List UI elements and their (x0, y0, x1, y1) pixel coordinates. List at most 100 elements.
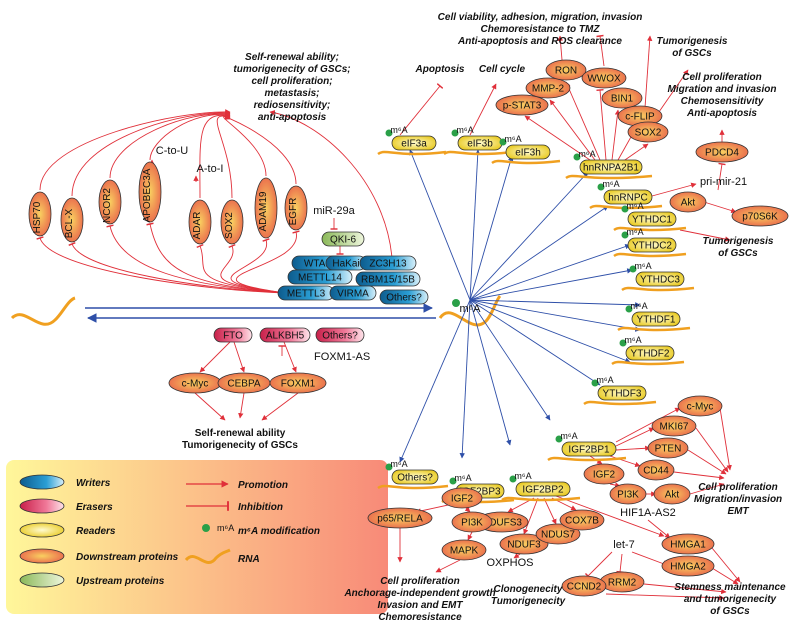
node-label-c-flip: c-FLIP (625, 112, 655, 123)
pill-label-alkbh5: ALKBH5 (266, 331, 305, 342)
m6a-badge-label: m⁶A (454, 473, 471, 483)
reader-label-eif3a: eIF3a (401, 139, 427, 150)
node-label-adam19: ADAM19 (258, 191, 269, 231)
legend-rna-line (184, 548, 231, 564)
legend-item-downstream-proteins: Downstream proteins (19, 548, 179, 564)
reader-label-ythdc1: YTHDC1 (632, 215, 672, 226)
pill-label-zc3h13: ZC3H13 (369, 259, 407, 270)
pill-label-virma: VIRMA (337, 289, 369, 300)
legend-m6a-tag: m⁶A (217, 523, 234, 533)
node-p70s6k: p70S6K (731, 205, 789, 227)
node-cebpa: CEBPA (217, 372, 271, 394)
promotion-link (224, 114, 297, 185)
promotion-link (71, 109, 231, 197)
m6a-badge-label: m⁶A (390, 125, 407, 135)
node-c-myc: c-Myc (168, 372, 222, 394)
pill-label-mettl3: METTL3 (287, 289, 326, 300)
reader-label-ythdf3: YTHDF3 (603, 389, 642, 400)
eraser-effect: Self-renewal ability (195, 428, 286, 439)
igf2bp1-effect: Cell proliferation (698, 482, 777, 493)
inhibition-link (596, 34, 605, 67)
m6a-badge: m⁶A (625, 301, 648, 313)
promotion-link (269, 110, 393, 259)
m6a-center-label: m⁶A (459, 303, 481, 315)
promotion-link (611, 109, 621, 161)
igf2bp1-effect: Migration/invasion (694, 494, 782, 505)
promotion-link (615, 407, 681, 443)
inhibition-link (220, 243, 286, 294)
node-label-akt: Akt (665, 490, 680, 501)
promotion-link (679, 229, 731, 242)
node-label-c-myc: c-Myc (182, 379, 209, 390)
prolif-effect: Migration and invasion (668, 84, 777, 95)
eraser-others: Others? (315, 327, 365, 343)
node-label-igf2: IGF2 (593, 470, 616, 481)
node-label-mapk: MAPK (450, 546, 479, 557)
promotion-link (194, 392, 226, 421)
promotion-link (469, 83, 497, 136)
promotion-link (216, 113, 233, 199)
hif1a-as2-label: HIF1A-AS2 (620, 507, 676, 519)
promotion-link (467, 531, 473, 541)
node-sox2: SOX2 (627, 121, 669, 143)
m6a-badge-label: m⁶A (596, 375, 613, 385)
legend-label-readers: Readers (76, 526, 116, 537)
node-label-ccnd2: CCND2 (567, 582, 602, 593)
legend-promotion-label: Promotion (238, 480, 288, 491)
node-ron: RON (545, 59, 587, 81)
stemness-effect: and tumorigenecity (684, 594, 777, 605)
node-label-sox2: SOX2 (224, 212, 235, 239)
igf2bp3-effect: Invasion and EMT (377, 600, 463, 611)
node-adam19: ADAM19 (254, 177, 278, 239)
node-label-igf2: IGF2 (451, 494, 474, 505)
m6a-badge-label: m⁶A (504, 134, 521, 144)
node-label-hsp70: HSP70 (32, 201, 43, 233)
node-pi3k: PI3K (451, 511, 493, 533)
inhibition-link (68, 242, 286, 294)
reader-ythdc1: YTHDC1 (613, 211, 687, 232)
writer-zc3h13: ZC3H13 (359, 255, 417, 271)
node-label-p70s6k: p70S6K (742, 212, 778, 223)
promotion-link (283, 341, 297, 373)
promotion-link (469, 268, 633, 301)
promotion-link (615, 427, 655, 447)
reader-label-hnrnpa2b1: hnRNPA2B1 (583, 163, 639, 174)
promotion-link (149, 111, 231, 161)
promotion-link (651, 182, 697, 197)
legend-label-writers: Writers (76, 478, 111, 489)
node-label-ndufs3: NDUFS3 (482, 518, 522, 529)
node-hmga1: HMGA1 (661, 533, 715, 555)
reader-label-ythdc3: YTHDC3 (640, 275, 680, 286)
node-label-bcl-x: BCL-X (64, 208, 75, 238)
m6a-badge: m⁶A (629, 261, 652, 273)
node-hsp70: HSP70 (28, 191, 52, 237)
legend-rna-label: RNA (238, 554, 260, 565)
top-effect: Chemoresistance to TMZ (481, 24, 601, 35)
legend-label-upstream-proteins: Upstream proteins (76, 576, 165, 587)
promotion-link (469, 299, 641, 308)
node-ncor2: NCOR2 (98, 179, 122, 225)
promotion-link (233, 341, 246, 373)
node-label-wwox: WWOX (587, 74, 621, 85)
node-foxm1: FOXM1 (269, 372, 327, 394)
reader-label-igf2bp1: IGF2BP1 (568, 445, 610, 456)
promotion-link (543, 497, 557, 525)
node-pi3k: PI3K (609, 483, 647, 505)
left-effect: rediosensitivity; (254, 100, 331, 111)
left-effect: Self-renewal ability; (245, 52, 339, 63)
legend-item-upstream-proteins: Upstream proteins (19, 572, 165, 588)
top-effect: Cell viability, adhesion, migration, inv… (438, 12, 643, 23)
node-sox2: SOX2 (220, 199, 244, 245)
reader-label-igf2bp3: IGF2BP3 (459, 487, 501, 498)
legend-inhibition-label: Inhibition (238, 502, 283, 513)
node-bin1: BIN1 (601, 87, 643, 109)
m6a-badge: m⁶A (621, 201, 644, 213)
pill-label-others: Others? (386, 293, 422, 304)
legend-box (6, 460, 388, 614)
pill-label-mettl14: METTL14 (298, 273, 342, 284)
promotion-link (605, 593, 725, 601)
m6a-badge: m⁶A (591, 375, 614, 387)
node-wwox: WWOX (581, 67, 627, 89)
reader-label-igf2bp2: IGF2BP2 (522, 485, 564, 496)
